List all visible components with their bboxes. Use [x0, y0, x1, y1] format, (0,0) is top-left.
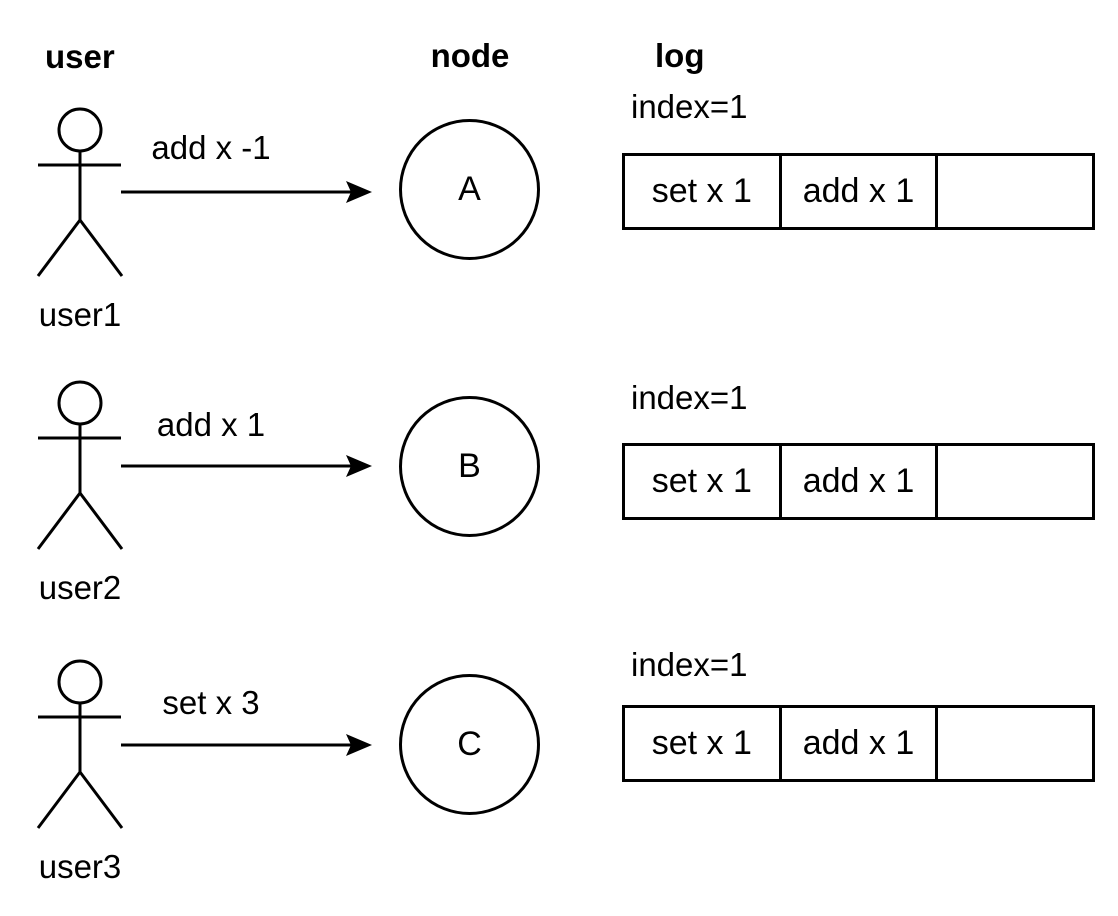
log-index-label: index=1 [631, 88, 748, 125]
log-cell: add x 1 [778, 156, 936, 227]
actor-label: user2 [38, 569, 122, 606]
message-label: add x -1 [151, 129, 271, 166]
node-circle: A [399, 119, 540, 260]
node-label: A [458, 170, 481, 208]
node-label: C [457, 725, 482, 763]
log-cell [935, 446, 1092, 517]
log-cell: add x 1 [778, 446, 936, 517]
log-cell: set x 1 [651, 462, 752, 500]
log-table: set x 1 add x 1 [622, 443, 1095, 520]
log-cell: add x 1 [778, 708, 936, 779]
node-circle: B [399, 396, 540, 537]
actor-label: user1 [38, 296, 122, 333]
actor-label: user3 [38, 848, 122, 885]
column-header-user: user [45, 38, 115, 75]
log-cell: set x 1 [651, 172, 752, 210]
log-index-label: index=1 [631, 379, 748, 416]
node-label: B [458, 447, 481, 485]
log-cell: set x 1 [651, 724, 752, 762]
node-circle: C [399, 674, 540, 815]
stick-figure-icon [36, 380, 124, 550]
message-arrow-icon [121, 734, 372, 756]
message-arrow-icon [121, 455, 372, 477]
log-index-label: index=1 [631, 646, 748, 683]
column-header-log: log [655, 37, 705, 74]
log-table: set x 1 add x 1 [622, 705, 1095, 782]
stick-figure-icon [36, 107, 124, 277]
message-arrow-icon [121, 181, 372, 203]
log-cell [935, 708, 1092, 779]
message-label: set x 3 [162, 684, 260, 721]
stick-figure-icon [36, 659, 124, 829]
column-header-node: node [430, 37, 510, 74]
log-cell [935, 156, 1092, 227]
message-label: add x 1 [156, 406, 266, 443]
log-table: set x 1 add x 1 [622, 153, 1095, 230]
